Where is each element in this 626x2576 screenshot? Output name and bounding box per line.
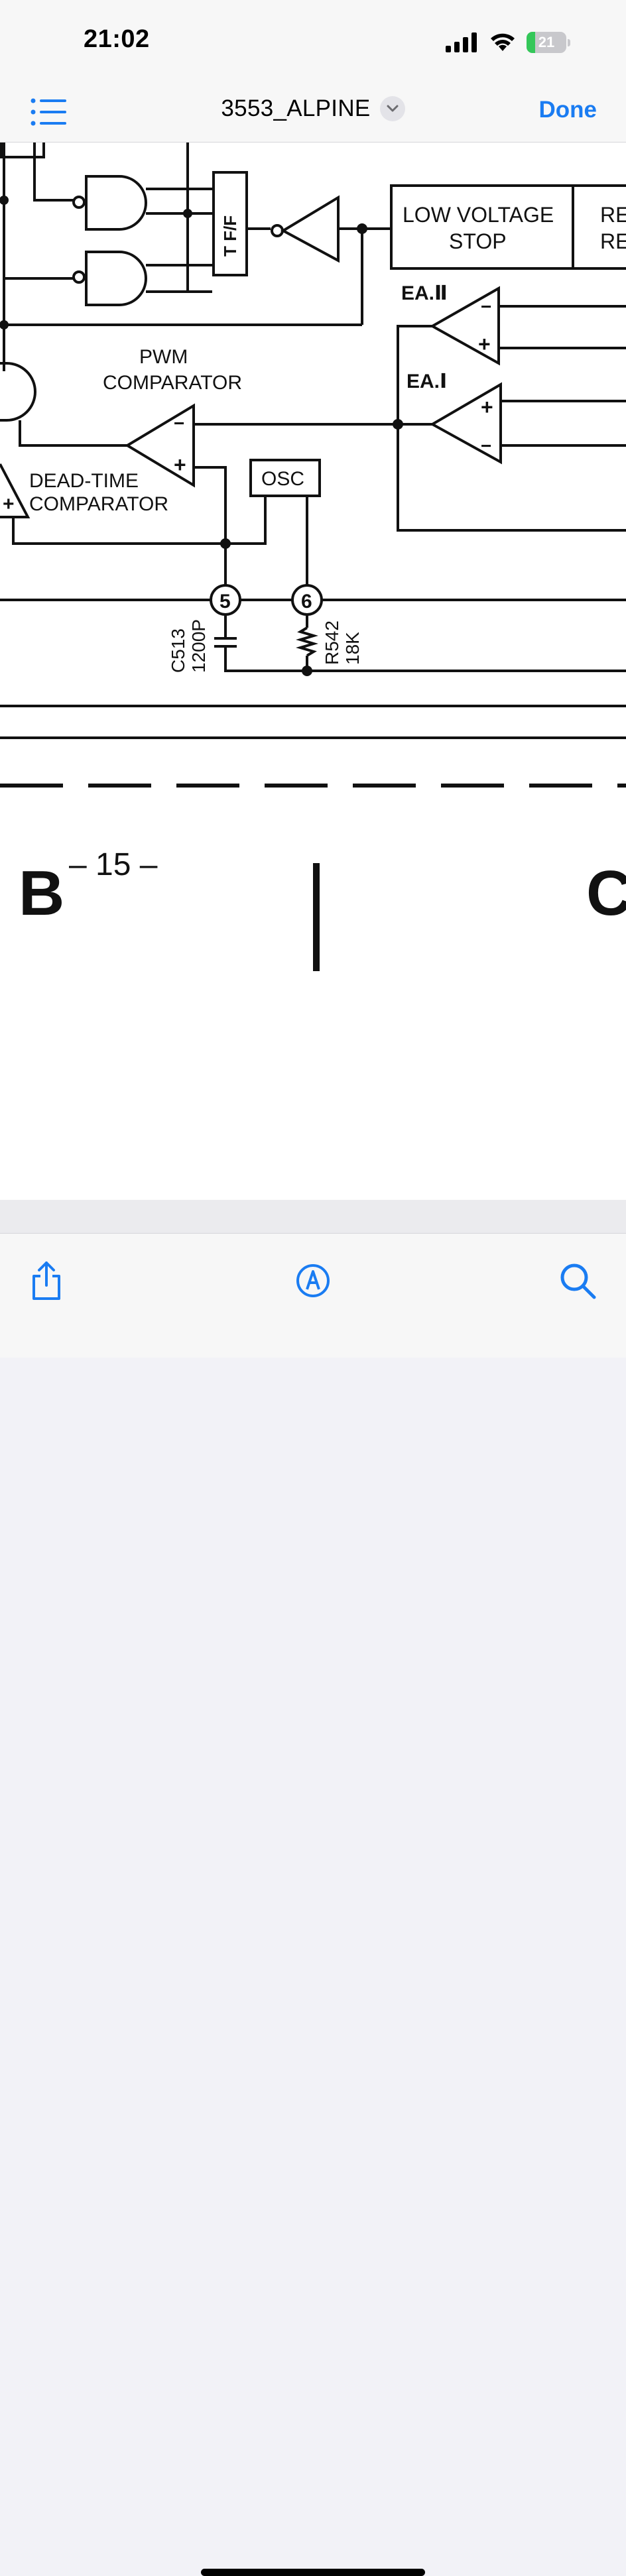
list-button[interactable] <box>31 97 68 127</box>
page-number: – 15 – <box>69 847 158 882</box>
title-menu-button[interactable] <box>379 96 405 121</box>
navigation-bar: 3553_ALPINE Done <box>0 84 626 143</box>
section-b-letter: B <box>19 858 64 929</box>
ea1-label: EA.Ⅰ <box>407 371 447 392</box>
chevron-down-icon <box>387 105 399 112</box>
markup-pen-icon <box>296 1264 330 1297</box>
deadtime-plus: + <box>3 493 15 515</box>
pwm-label-line2: COMPARATOR <box>103 372 242 394</box>
battery-percent: 21 <box>538 34 555 50</box>
markup-button[interactable] <box>291 1259 335 1303</box>
bottom-toolbar <box>0 1234 626 2576</box>
ea2-minus: − <box>481 296 491 317</box>
list-icon <box>31 98 66 126</box>
search-icon <box>560 1263 596 1299</box>
c513-value: 1200P <box>188 619 209 673</box>
home-indicator <box>201 2569 425 2576</box>
done-button[interactable]: Done <box>538 97 597 123</box>
document-title[interactable]: 3553_ALPINE <box>221 95 371 121</box>
low-voltage-label-line2: STOP <box>449 229 507 253</box>
pwm-plus: + <box>174 453 186 477</box>
section-c-letter: C <box>586 858 626 929</box>
re-label-line2: RE <box>600 229 626 253</box>
status-icons: 21 <box>446 32 570 53</box>
status-bar: 21:02 21 <box>0 0 626 84</box>
wifi-icon <box>491 33 515 51</box>
schematic-diagram: T F/F LOW VOLTAGE STOP RE RE EA.Ⅱ − + EA… <box>0 143 626 971</box>
ea2-plus: + <box>478 332 491 356</box>
c513-name: C513 <box>168 628 188 673</box>
pwm-label-line1: PWM <box>139 346 188 368</box>
osc-label: OSC <box>261 468 304 490</box>
deadtime-label-line1: DEAD-TIME <box>29 470 139 492</box>
r542-name: R542 <box>322 620 342 665</box>
title-group: 3553_ALPINE <box>0 95 626 122</box>
search-button[interactable] <box>556 1259 599 1303</box>
ea2-label: EA.Ⅱ <box>401 282 448 304</box>
battery-tip <box>568 38 570 46</box>
ea1-plus: + <box>481 395 493 419</box>
pwm-minus: − <box>174 413 184 434</box>
pin-5-label: 5 <box>219 591 231 613</box>
share-button[interactable] <box>25 1259 68 1303</box>
document-view[interactable]: T F/F LOW VOLTAGE STOP RE RE EA.Ⅱ − + EA… <box>0 143 626 1200</box>
battery-fill <box>527 32 535 53</box>
r542-value: 18K <box>342 632 363 665</box>
status-time: 21:02 <box>84 25 150 53</box>
document-bottom-margin <box>0 1200 626 1234</box>
battery-icon: 21 <box>527 32 566 53</box>
re-label-line1: RE <box>600 203 626 227</box>
ea1-minus: − <box>481 436 491 456</box>
share-icon <box>32 1261 60 1300</box>
pin-6-label: 6 <box>301 591 312 613</box>
low-voltage-label-line1: LOW VOLTAGE <box>403 203 554 227</box>
cellular-signal-icon <box>446 32 477 52</box>
deadtime-label-line2: COMPARATOR <box>29 493 168 515</box>
tff-label: T F/F <box>220 215 240 257</box>
